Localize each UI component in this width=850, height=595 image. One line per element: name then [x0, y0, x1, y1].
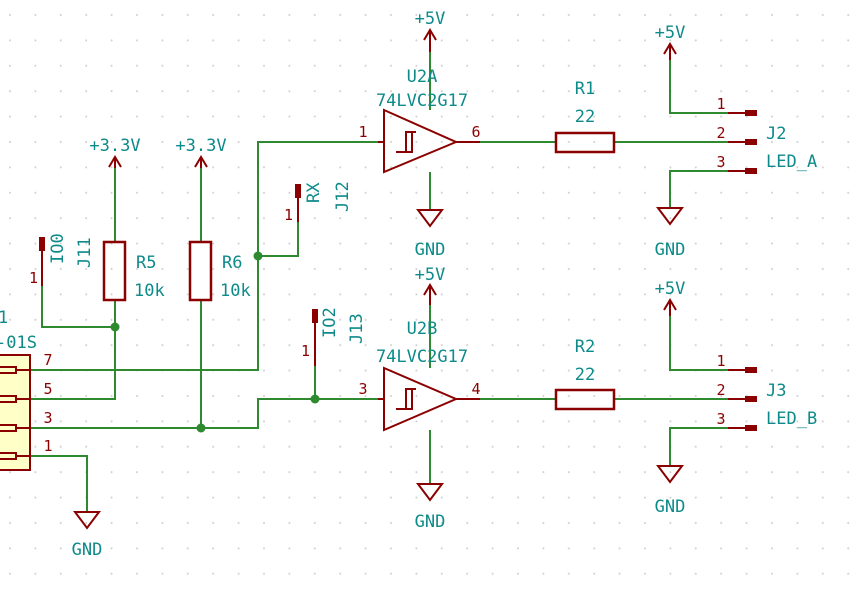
- power-arrow-icon: [423, 283, 437, 305]
- connector-pin-icon: [312, 309, 318, 366]
- power-arrow-icon: [108, 155, 122, 168]
- junction-dot: [253, 251, 263, 261]
- ground-label-u2b: GND: [415, 512, 446, 532]
- j2-pin-2: 2: [716, 124, 725, 142]
- j1-pin-1: 1: [43, 437, 52, 455]
- j13-ref: J13: [347, 313, 367, 344]
- power-label-5v-j2: +5V: [655, 23, 686, 43]
- junction-dot: [110, 322, 120, 332]
- j3-pin-3: 3: [716, 410, 725, 428]
- junction-dot: [196, 423, 206, 433]
- u2a-pin-in: 1: [358, 123, 367, 141]
- junction-dot: [310, 394, 320, 404]
- ground-icon: [416, 209, 444, 228]
- u2a-ref: U2A: [407, 67, 438, 87]
- resistor-icon: [102, 240, 127, 302]
- connector-pin-icon: [728, 110, 757, 174]
- wires: [30, 52, 728, 512]
- power-arrow-icon: [663, 42, 677, 60]
- schmitt-buffer-icon: [378, 108, 480, 174]
- j2-pin-1: 1: [716, 95, 725, 113]
- r2-ref: R2: [575, 337, 595, 357]
- r5-ref: R5: [136, 253, 156, 273]
- j12-pin: 1: [284, 206, 293, 224]
- power-label-5v-j3: +5V: [655, 279, 686, 299]
- resistor-icon: [554, 388, 616, 411]
- j3-value: LED_B: [766, 409, 817, 429]
- j13-value: IO2: [320, 307, 340, 338]
- j1-pin-5: 5: [43, 380, 52, 398]
- ground-label-j2: GND: [655, 240, 686, 260]
- j1-pin-3: 3: [43, 409, 52, 427]
- u2b-ref: U2B: [407, 319, 438, 339]
- j3-pin-1: 1: [716, 352, 725, 370]
- ground-label-j3: GND: [655, 497, 686, 517]
- j3-pin-2: 2: [716, 381, 725, 399]
- r6-ref: R6: [222, 253, 242, 273]
- u2a-pin-out: 6: [471, 123, 480, 141]
- u2b-pin-in: 3: [358, 380, 367, 398]
- j11-value: IO0: [48, 233, 68, 264]
- power-arrow-icon: [663, 298, 677, 316]
- ground-icon: [656, 465, 684, 484]
- connector-pin-icon: [728, 367, 757, 431]
- ground-icon: [73, 511, 101, 530]
- power-arrow-icon: [423, 28, 437, 52]
- ground-icon: [656, 207, 684, 226]
- power-arrow-icon: [194, 155, 208, 168]
- j2-value: LED_A: [766, 152, 817, 172]
- j12-ref: J12: [333, 181, 353, 212]
- j2-ref: J2: [766, 124, 786, 144]
- ground-label-u2a: GND: [415, 240, 446, 260]
- resistor-icon: [554, 131, 616, 154]
- j1-connector-body: [0, 354, 31, 471]
- r1-ref: R1: [575, 79, 595, 99]
- j1-ref-fragment: 1: [0, 308, 8, 328]
- j1-pin-7: 7: [43, 351, 52, 369]
- u2b-pin-out: 4: [471, 380, 480, 398]
- ground-label-j1: GND: [72, 540, 103, 560]
- j13-pin: 1: [301, 342, 310, 360]
- r2-value: 22: [575, 365, 595, 385]
- j1-value-fragment: -01S: [0, 333, 37, 353]
- j11-ref: J11: [75, 237, 95, 268]
- j12-value: RX: [304, 182, 324, 203]
- j2-pin-3: 3: [716, 153, 725, 171]
- r5-value: 10k: [134, 281, 165, 301]
- connector-pin-icon: [295, 184, 301, 222]
- connector-pin-icon: [39, 237, 45, 286]
- power-label-3v3-r6: +3.3V: [175, 136, 226, 156]
- power-label-5v-u2a: +5V: [415, 9, 446, 29]
- u2a-value: 74LVC2G17: [376, 91, 468, 111]
- r6-value: 10k: [220, 281, 251, 301]
- j3-ref: J3: [766, 381, 786, 401]
- connector-pin-icon: [0, 366, 30, 460]
- u2b-value: 74LVC2G17: [376, 347, 468, 367]
- j11-pin: 1: [29, 269, 38, 287]
- r1-value: 22: [575, 107, 595, 127]
- power-label-3v3-r5: +3.3V: [89, 136, 140, 156]
- resistor-icon: [188, 240, 213, 302]
- ground-icon: [416, 483, 444, 502]
- power-label-5v-u2b: +5V: [415, 265, 446, 285]
- schmitt-buffer-icon: [378, 366, 480, 432]
